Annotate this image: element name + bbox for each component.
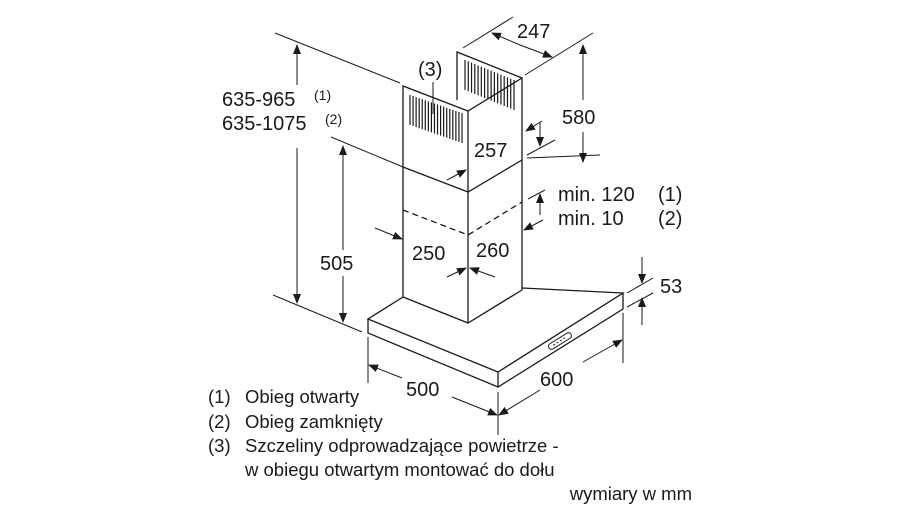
- dim-500: 500: [367, 337, 499, 435]
- legend-text: Obieg otwarty: [245, 386, 360, 407]
- vent-slots: [409, 60, 515, 143]
- dim-247-label: 247: [517, 21, 550, 43]
- dim-500-label: 500: [406, 379, 439, 401]
- dim-580: 580: [526, 44, 601, 163]
- vent-callout: (3): [418, 59, 442, 114]
- canopy: [366, 287, 626, 388]
- dim-600-label: 600: [540, 369, 573, 391]
- dim-total-height-2: 635-1075: [222, 113, 307, 135]
- dim-min-10-label: min. 10: [558, 208, 624, 230]
- dim-257: 257: [446, 120, 556, 181]
- legend-text: w obiegu otwartym montować do dołu: [244, 459, 555, 480]
- dim-53: 53: [626, 257, 682, 325]
- dim-580-label: 580: [562, 107, 595, 129]
- dim-505: 505: [320, 136, 404, 323]
- legend-num: (1): [208, 386, 231, 407]
- dim-min-120-label: min. 120: [558, 184, 635, 206]
- dim-overlap: min. 120 (1) min. 10 (2): [523, 184, 682, 231]
- dim-lower-chimney: 250 260: [374, 227, 509, 278]
- dim-total-height: 635-965 (1) 635-1075 (2): [222, 32, 401, 333]
- dim-total-height-1: 635-965: [222, 89, 295, 111]
- legend: (1) Obieg otwarty (2) Obieg zamknięty (3…: [208, 386, 692, 504]
- note-1: (1): [314, 87, 331, 103]
- dim-247: 247: [462, 16, 594, 76]
- legend-num: (3): [208, 435, 231, 456]
- dim-260-label: 260: [476, 240, 509, 262]
- legend-text: Obieg zamknięty: [245, 411, 384, 432]
- lower-chimney: [402, 201, 523, 324]
- dim-250-label: 250: [412, 243, 445, 265]
- note-1: (1): [658, 184, 682, 206]
- units-note: wymiary w mm: [569, 483, 692, 504]
- legend-text: Szczeliny odprowadzające powietrze -: [245, 435, 559, 456]
- note-2: (2): [658, 208, 682, 230]
- note-2: (2): [325, 111, 342, 127]
- dim-600: 600: [498, 313, 624, 416]
- control-panel: [548, 332, 572, 350]
- dim-53-label: 53: [660, 276, 682, 298]
- vent-label: (3): [418, 59, 442, 81]
- legend-num: (2): [208, 411, 231, 432]
- dim-257-label: 257: [474, 140, 507, 162]
- dim-505-label: 505: [320, 253, 353, 275]
- upper-chimney: [402, 51, 523, 323]
